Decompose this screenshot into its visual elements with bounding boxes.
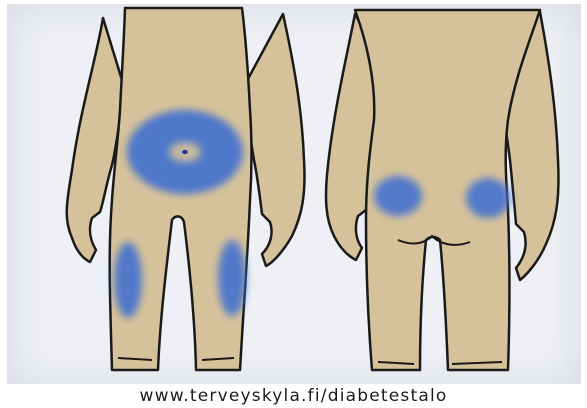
right-buttock-injection-area bbox=[466, 178, 510, 218]
left-buttock-injection-area bbox=[374, 176, 422, 216]
abdomen-injection-area bbox=[127, 110, 243, 194]
back-figure bbox=[326, 10, 559, 370]
navel bbox=[182, 150, 188, 154]
right-thigh-injection-area bbox=[218, 240, 246, 316]
website-caption: www.terveyskyla.fi/diabetestalo bbox=[0, 384, 587, 408]
left-thigh-injection-area bbox=[114, 242, 142, 318]
front-figure bbox=[67, 8, 305, 370]
